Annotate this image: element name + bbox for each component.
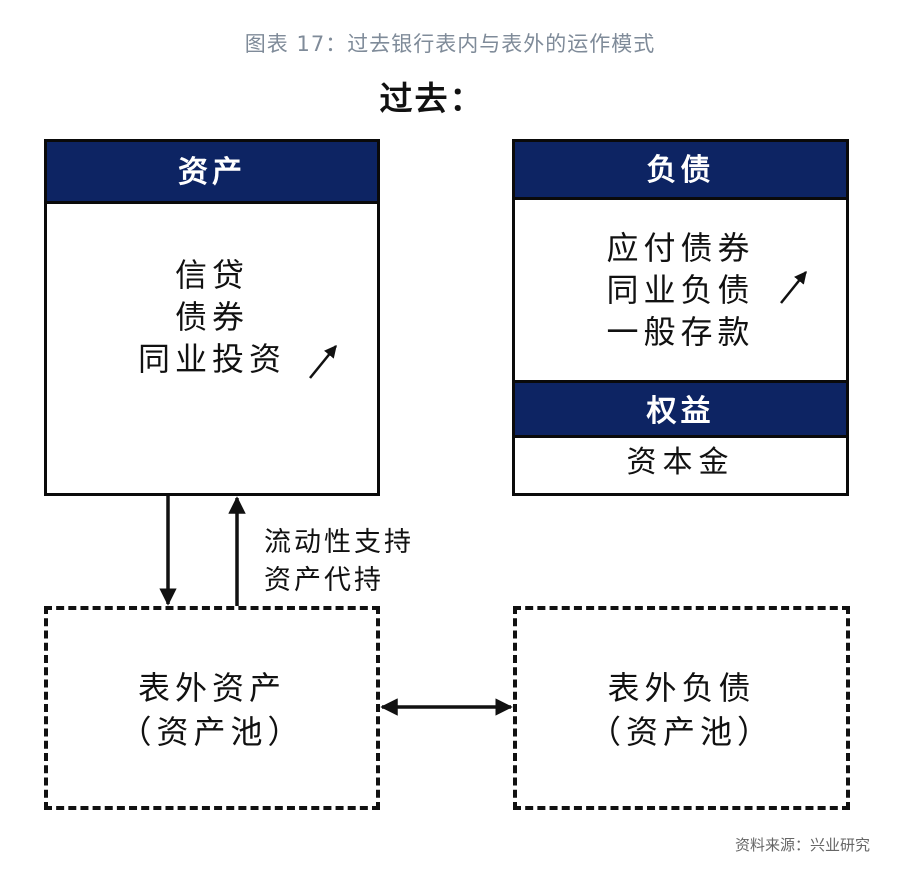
liabilities-items: 应付债券 同业负债 一般存款 (515, 200, 846, 380)
liabilities-header: 负债 (515, 142, 846, 200)
asset-item: 债券 (174, 298, 249, 336)
figure-caption: 图表 17：过去银行表内与表外的运作模式 (244, 32, 656, 56)
flow-label: 流动性支持 (264, 527, 414, 558)
off-balance-assets-sublabel: （资产池） (119, 713, 305, 751)
assets-up-arrow-icon (309, 345, 337, 379)
assets-header: 资产 (47, 142, 377, 204)
assets-box: 资产 信贷 债券 同业投资 (44, 139, 380, 496)
liability-item: 一般存款 (606, 313, 755, 351)
flow-label: 资产代持 (264, 565, 384, 596)
source-note: 资料来源：兴业研究 (734, 836, 870, 854)
liabilities-up-arrow-icon (780, 271, 807, 304)
equity-item: 资本金 (626, 445, 735, 480)
section-heading: 过去： (379, 79, 485, 118)
asset-item: 同业投资 (137, 340, 286, 378)
off-balance-liabilities-label: 表外负债 (607, 669, 756, 707)
liabilities-box: 负债 应付债券 同业负债 一般存款 权益 资本金 (512, 139, 849, 496)
assets-items: 信贷 债券 同业投资 (47, 204, 377, 380)
asset-item: 信贷 (174, 256, 249, 294)
liability-item: 同业负债 (606, 271, 755, 309)
equity-header: 权益 (515, 380, 846, 438)
liability-item: 应付债券 (606, 229, 755, 267)
flow-labels: 流动性支持 资产代持 (264, 524, 414, 600)
off-balance-liabilities-sublabel: （资产池） (588, 713, 774, 751)
off-balance-liabilities-box: 表外负债 （资产池） (513, 606, 850, 810)
off-balance-assets-box: 表外资产 （资产池） (44, 606, 380, 810)
off-balance-assets-label: 表外资产 (137, 669, 286, 707)
